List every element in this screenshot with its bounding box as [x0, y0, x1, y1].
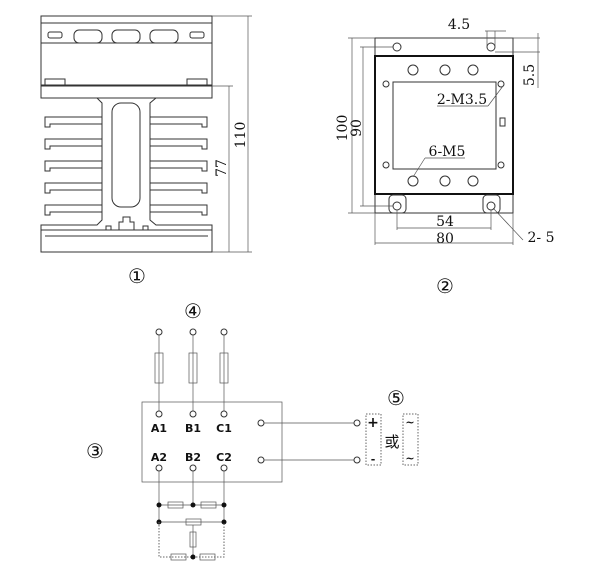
marker-3: ③	[86, 439, 104, 463]
dimension-lines	[212, 15, 252, 253]
dimension-77: 77	[214, 159, 230, 177]
marker-4: ④	[184, 299, 202, 323]
view-marker-2: ②	[436, 274, 454, 298]
dc-plus: +	[367, 415, 379, 431]
or-label: 或	[384, 433, 399, 451]
dimension-4-5: 4.5	[448, 17, 470, 33]
load-network	[156, 471, 227, 561]
dimension-80: 80	[436, 231, 454, 247]
terminal-screws	[47, 29, 205, 44]
terminal-screws-top-view	[382, 64, 505, 187]
wiring-diagram: ④ ③ ⑤ A1 B1 C1 A2 B2 C2 + - 或 ~ ~	[86, 299, 419, 561]
terminal-c1: C1	[216, 422, 232, 435]
view-marker-1: ①	[128, 264, 146, 288]
top-view: 4.5 5.5 100 90 2-M3.5 6-M5 54 80 2- 5 ②	[335, 17, 555, 298]
terminal-a2: A2	[151, 451, 167, 464]
fuses	[154, 328, 229, 411]
dimension-lines-top	[348, 30, 540, 245]
terminal-b2: B2	[185, 451, 201, 464]
terminal-c2: C2	[216, 451, 232, 464]
ac-symbol-bottom: ~	[405, 452, 414, 465]
dimension-110: 110	[233, 122, 249, 149]
callout-6-m5: 6-M5	[429, 144, 466, 160]
terminal-b1: B1	[185, 422, 201, 435]
control-wires	[257, 413, 419, 466]
relay-body	[141, 401, 283, 483]
dimension-100: 100	[335, 115, 351, 142]
heatsink-fins	[44, 116, 208, 216]
terminal-a1: A1	[151, 422, 167, 435]
dimension-54: 54	[436, 214, 454, 230]
dimension-90: 90	[349, 119, 365, 137]
marker-5: ⑤	[387, 386, 405, 410]
dimension-5-5: 5.5	[522, 64, 538, 86]
ac-symbol-top: ~	[405, 416, 414, 429]
mounting-holes	[388, 42, 501, 214]
callout-2-5: 2- 5	[528, 230, 555, 246]
callout-2-m3-5: 2-M3.5	[437, 92, 487, 108]
side-view: 110 77 ①	[40, 15, 252, 288]
dc-minus: -	[371, 453, 376, 466]
